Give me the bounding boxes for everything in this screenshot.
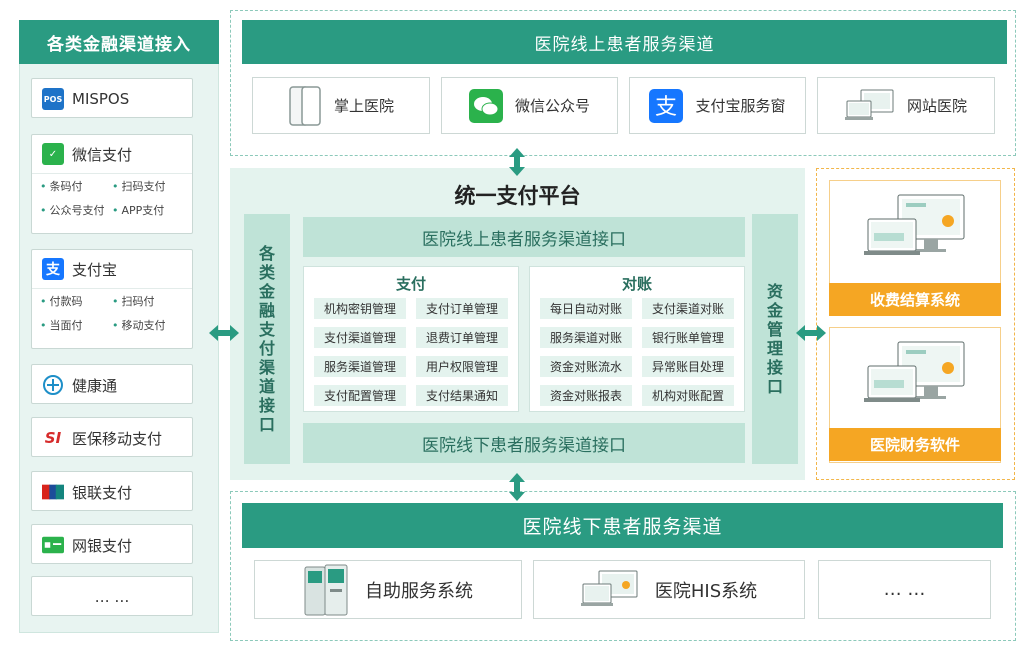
payment-function[interactable]: 支付配置管理 [314, 385, 406, 406]
reconciliation-function[interactable]: 资金对账报表 [540, 385, 632, 406]
reconciliation-function[interactable]: 支付渠道对账 [642, 298, 734, 319]
online-card-web-hospital[interactable]: 网站医院 [817, 77, 995, 134]
method-item: 扫码支付 [112, 178, 184, 194]
bottom-double-arrow [509, 473, 525, 501]
more-label: … … [94, 588, 130, 606]
payment-function[interactable]: 退费订单管理 [416, 327, 508, 348]
health-pass-icon [42, 374, 64, 396]
method-item: APP支付 [112, 202, 184, 218]
fund-management-interface-label: 资金管理接口 [766, 282, 783, 396]
reconciliation-module: 对账 每日自动对账 支付渠道对账 服务渠道对账 银行账单管理 资金对账流水 异常… [529, 266, 745, 412]
channel-label: 银联支付 [72, 483, 133, 502]
channel-unionpay[interactable]: 银联支付 [31, 471, 193, 511]
channel-health-pass[interactable]: 健康通 [31, 364, 193, 404]
social-insurance-icon: SI [44, 429, 62, 447]
fund-management-interface-bar: 资金管理接口 [752, 214, 798, 464]
channel-wechat-pay[interactable]: ✓ 微信支付 条码付 扫码支付 公众号支付 APP支付 [31, 134, 193, 234]
channel-label: 网银支付 [72, 536, 133, 555]
right-double-arrow [796, 325, 826, 341]
channel-label: MISPOS [72, 90, 130, 108]
method-item: 移动支付 [112, 317, 184, 333]
online-card-wechat-official[interactable]: 微信公众号 [441, 77, 618, 134]
financial-channels-title: 各类金融渠道接入 [19, 20, 219, 64]
offline-card-his[interactable]: 医院HIS系统 [533, 560, 805, 619]
offline-channel-interface-bar: 医院线下患者服务渠道接口 [303, 423, 745, 463]
payment-function[interactable]: 用户权限管理 [416, 356, 508, 377]
online-card-alipay-window[interactable]: 支 支付宝服务窗 [629, 77, 806, 134]
card-label: 掌上医院 [333, 97, 394, 115]
online-channels-area [230, 10, 1016, 156]
method-item: 条码付 [40, 178, 112, 194]
reconciliation-function[interactable]: 机构对账配置 [642, 385, 734, 406]
finance-software-label: 医院财务软件 [829, 428, 1001, 461]
online-channels-title: 医院线上患者服务渠道 [242, 20, 1007, 64]
reconciliation-module-title: 对账 [621, 275, 652, 293]
channel-online-bank[interactable]: 网银支付 [31, 524, 193, 564]
financial-channel-interface-label: 各类金融支付渠道接口 [258, 244, 275, 434]
channel-label: 健康通 [72, 376, 118, 395]
kiosk-icon [303, 563, 349, 617]
wechat-pay-methods: 条码付 扫码支付 公众号支付 APP支付 [32, 173, 192, 224]
payment-function[interactable]: 支付渠道管理 [314, 327, 406, 348]
platform-title: 统一支付平台 [454, 184, 581, 208]
finance-systems-area [816, 168, 1015, 480]
wechat-pay-icon: ✓ [42, 143, 64, 165]
channel-label: 微信支付 [72, 145, 133, 164]
channel-social-insurance[interactable]: SI 医保移动支付 [31, 417, 193, 457]
card-label: 支付宝服务窗 [695, 97, 786, 115]
card-label: 医院HIS系统 [654, 580, 758, 602]
payment-module-title: 支付 [395, 275, 426, 293]
offline-card-more[interactable]: … … [818, 560, 991, 619]
card-label: 自助服务系统 [365, 580, 473, 602]
method-item: 扫码付 [112, 293, 184, 309]
payment-function[interactable]: 服务渠道管理 [314, 356, 406, 377]
card-label: … … [883, 579, 926, 600]
method-item: 公众号支付 [40, 202, 112, 218]
reconciliation-function[interactable]: 银行账单管理 [642, 327, 734, 348]
online-card-mobile-hospital[interactable]: 掌上医院 [252, 77, 430, 134]
financial-channel-interface-bar: 各类金融支付渠道接口 [244, 214, 290, 464]
alipay-methods: 付款码 扫码付 当面付 移动支付 [32, 288, 192, 339]
reconciliation-function[interactable]: 资金对账流水 [540, 356, 632, 377]
left-double-arrow [209, 325, 239, 341]
reconciliation-function[interactable]: 异常账目处理 [642, 356, 734, 377]
reconciliation-function[interactable]: 服务渠道对账 [540, 327, 632, 348]
method-item: 当面付 [40, 317, 112, 333]
payment-module: 支付 机构密钥管理 支付订单管理 支付渠道管理 退费订单管理 服务渠道管理 用户… [303, 266, 519, 412]
billing-system-label: 收费结算系统 [829, 283, 1001, 316]
card-label: 微信公众号 [514, 97, 590, 115]
offline-channels-area [230, 491, 1016, 641]
reconciliation-function[interactable]: 每日自动对账 [540, 298, 632, 319]
alipay-icon: 支 [42, 258, 64, 280]
channel-alipay[interactable]: 支 支付宝 付款码 扫码付 当面付 移动支付 [31, 249, 193, 349]
method-item: 付款码 [40, 293, 112, 309]
alipay-icon: 支 [649, 88, 684, 123]
online-channel-interface-bar: 医院线上患者服务渠道接口 [303, 217, 745, 257]
monitor-laptop-icon [864, 193, 968, 269]
channel-mispos[interactable]: POS MISPOS [31, 78, 193, 118]
channel-more[interactable]: … … [31, 576, 193, 616]
payment-function[interactable]: 机构密钥管理 [314, 298, 406, 319]
laptop-icon [844, 89, 895, 123]
wechat-icon [468, 88, 503, 123]
bank-card-icon [42, 534, 64, 556]
phone-icon [288, 85, 322, 126]
monitor-laptop-icon [864, 340, 968, 416]
payment-function[interactable]: 支付订单管理 [416, 298, 508, 319]
channel-label: 医保移动支付 [72, 429, 163, 448]
laptop-monitor-icon [580, 570, 639, 610]
offline-card-self-service[interactable]: 自助服务系统 [254, 560, 522, 619]
top-double-arrow [509, 148, 525, 176]
offline-channels-title: 医院线下患者服务渠道 [242, 503, 1003, 548]
pos-icon: POS [42, 88, 64, 110]
unionpay-icon [42, 481, 64, 503]
card-label: 网站医院 [906, 97, 967, 115]
payment-function[interactable]: 支付结果通知 [416, 385, 508, 406]
channel-label: 支付宝 [72, 260, 118, 279]
svg-text:支: 支 [655, 95, 677, 120]
